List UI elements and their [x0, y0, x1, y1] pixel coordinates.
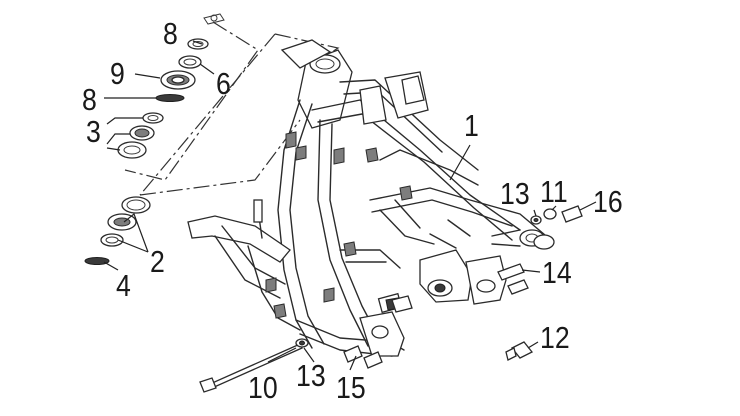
leader-lines [103, 40, 597, 371]
callout-13-lower: 13 [296, 358, 326, 393]
callout-14: 14 [542, 255, 572, 290]
callout-11: 11 [540, 174, 568, 209]
callout-10: 10 [248, 370, 278, 405]
callout-2: 2 [150, 244, 165, 279]
main-frame [187, 39, 555, 357]
callout-8: 8 [82, 82, 97, 117]
callout-5: 6 [216, 66, 231, 101]
callout-12: 12 [540, 320, 570, 355]
callout-6: 8 [163, 16, 178, 51]
callout-15: 15 [336, 370, 366, 405]
lower-bearing-stack [84, 196, 151, 265]
callout-16: 16 [593, 184, 623, 219]
steering-axis-dashed-lines [124, 21, 340, 196]
callout-4: 4 [116, 268, 131, 303]
upper-bearing-stack [117, 13, 225, 159]
callout-9: 9 [110, 56, 125, 91]
callout-3: 3 [86, 114, 101, 149]
callout-13-upper: 13 [500, 176, 530, 211]
callout-1: 1 [464, 108, 479, 143]
